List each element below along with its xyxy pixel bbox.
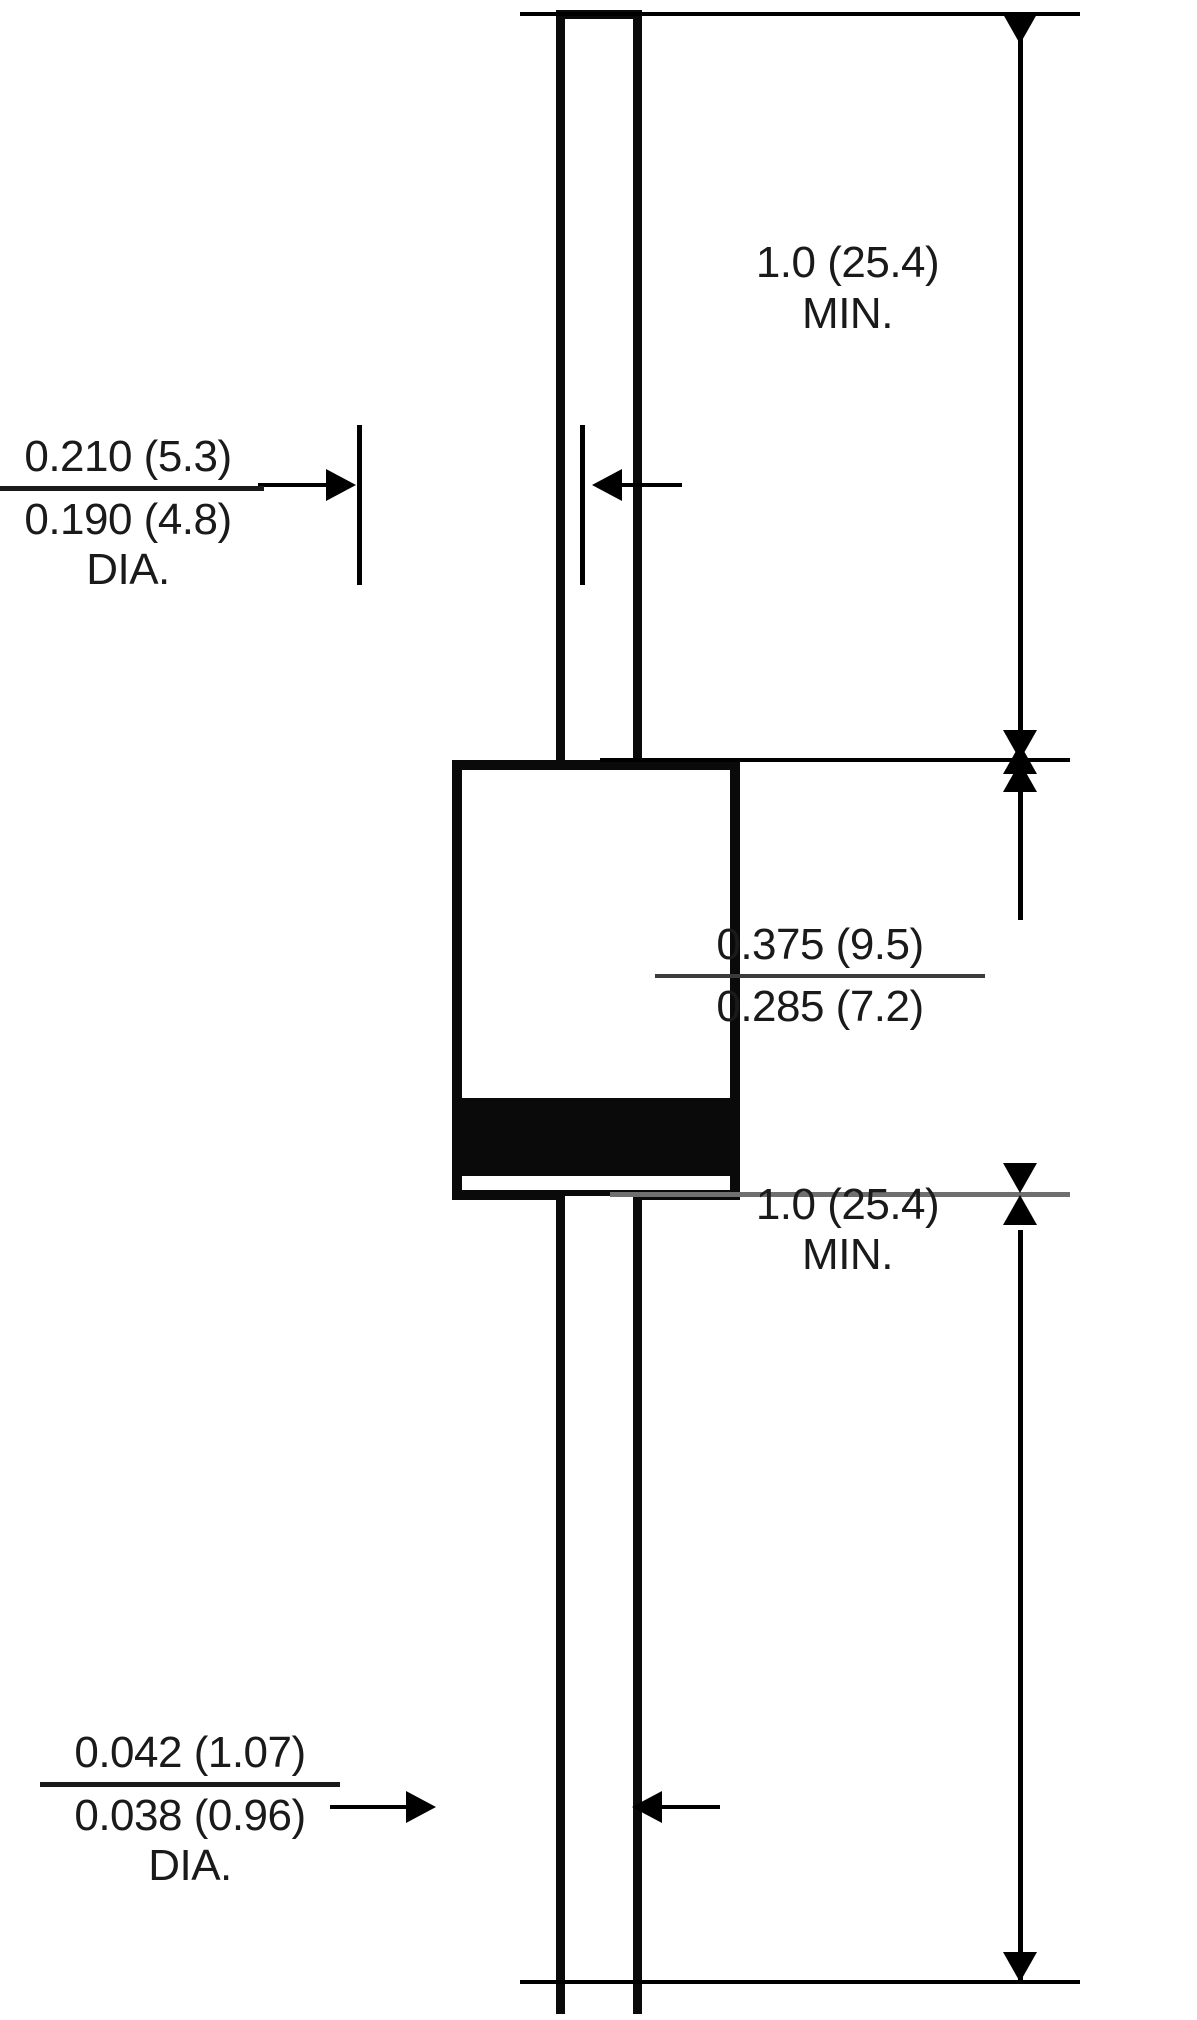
lead-diameter-top-label: 0.210 (5.3) 0.190 (4.8) DIA. [0, 432, 264, 596]
top-lead-length-label: 1.0 (25.4) MIN. [680, 238, 1015, 339]
top-dimension-line [1018, 14, 1023, 774]
bottom-dimension-arrow-down-icon [1003, 1952, 1037, 1982]
lead-diameter-bottom-min: 0.038 (0.96) [74, 1790, 306, 1840]
lead-diameter-bottom-fraction-bar [40, 1781, 340, 1787]
body-length-min: 0.285 (7.2) [716, 981, 924, 1031]
left-diameter-leader-line [258, 483, 338, 487]
top-dimension-arrow-down-icon [1003, 14, 1037, 44]
top-lead [556, 10, 642, 775]
lead-diameter-top-max: 0.210 (5.3) [24, 432, 232, 481]
lead-diameter-top-suffix: DIA. [86, 545, 170, 595]
right-diameter-extension-line [580, 425, 585, 585]
lead-diameter-top-fraction-bar [0, 485, 264, 491]
bottom-extension-line [520, 1980, 1080, 1984]
body-length-arrow-up-bottom-icon [1003, 1195, 1037, 1225]
lead-diameter-bottom-label: 0.042 (1.07) 0.038 (0.96) DIA. [40, 1728, 340, 1892]
body-length-arrow-down-bottom-icon [1003, 1163, 1037, 1193]
body-length-dimension-line [1018, 790, 1023, 920]
body-length-max: 0.375 (9.5) [716, 920, 924, 969]
body-top-extension-line [600, 758, 1070, 762]
bottom-diameter-arrow-left-icon [632, 1791, 662, 1823]
bottom-lead-length-value-text: 1.0 (25.4) [755, 1180, 940, 1229]
body-bottom-extension-line [610, 1192, 1070, 1197]
bottom-dimension-line [1018, 1230, 1023, 1982]
body-length-arrow-up-top-icon [1003, 762, 1037, 792]
top-lead-length-value: 1.0 (25.4) [755, 238, 940, 287]
top-lead-length-qualifier: MIN. [802, 288, 893, 338]
bottom-lead [556, 1196, 642, 2014]
bottom-diameter-right-leader-line [660, 1805, 720, 1809]
left-diameter-arrow-right-icon [326, 469, 356, 501]
body-length-fraction-bar [655, 973, 985, 978]
bottom-diameter-left-leader-line [330, 1805, 420, 1809]
cathode-band [462, 1098, 730, 1176]
lead-diameter-top-min: 0.190 (4.8) [24, 494, 232, 544]
lead-diameter-bottom-max: 0.042 (1.07) [74, 1728, 306, 1777]
right-diameter-leader-line [620, 483, 682, 487]
bottom-lead-length-qualifier-text: MIN. [802, 1230, 893, 1279]
body-length-label: 0.375 (9.5) 0.285 (7.2) [655, 920, 985, 1032]
right-diameter-arrow-left-icon [592, 469, 622, 501]
body-length-arrow-down-top-icon [1003, 730, 1037, 760]
left-diameter-extension-line [357, 425, 362, 585]
bottom-diameter-arrow-right-icon [406, 1791, 436, 1823]
top-extension-line [520, 12, 1080, 16]
lead-diameter-bottom-suffix: DIA. [148, 1841, 232, 1891]
